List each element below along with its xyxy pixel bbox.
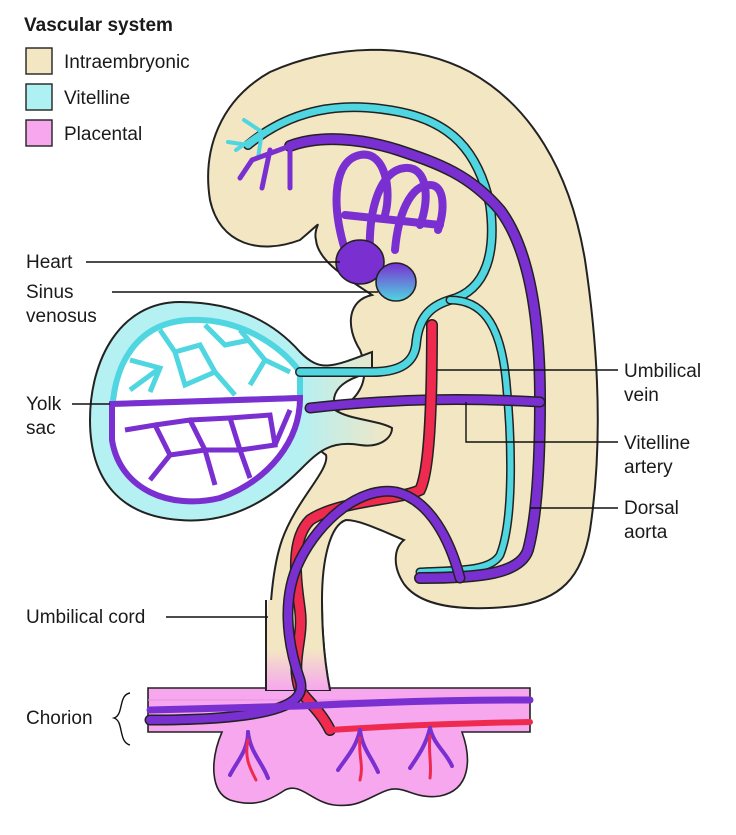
yolk-sac xyxy=(88,300,394,522)
legend-label-intraembryonic: Intraembryonic xyxy=(64,52,190,73)
label-yolk-line1: Yolk xyxy=(26,394,62,415)
labels: Heart Sinus venosus Yolk sac Umbilical v… xyxy=(26,252,701,729)
label-yolk-line2: sac xyxy=(26,418,56,439)
label-sinus-line2: venosus xyxy=(26,306,97,327)
legend-label-placental: Placental xyxy=(64,124,142,145)
label-chorion: Chorion xyxy=(26,708,93,729)
vitelline-vessels xyxy=(226,102,516,577)
label-vitelline-artery-line1: Vitelline xyxy=(624,433,690,454)
label-dorsal-aorta-line2: aorta xyxy=(624,522,668,543)
chorion-brace xyxy=(111,692,131,746)
legend-swatch-vitelline xyxy=(25,83,53,111)
label-sinus-line1: Sinus xyxy=(26,282,74,303)
legend-title: Vascular system xyxy=(24,15,173,36)
purple-vessels xyxy=(237,133,547,584)
label-heart: Heart xyxy=(26,252,73,273)
label-umbilical-cord: Umbilical cord xyxy=(26,607,145,628)
label-vitelline-artery-line2: artery xyxy=(624,457,673,478)
legend-swatch-intraembryonic xyxy=(25,47,53,75)
legend-swatch-placental xyxy=(25,119,53,147)
label-dorsal-aorta-line1: Dorsal xyxy=(624,498,679,519)
umbilical-vessels xyxy=(144,319,534,782)
leader-vitelline-artery xyxy=(465,402,618,443)
leader-lines xyxy=(72,261,618,746)
legend-label-vitelline: Vitelline xyxy=(64,88,130,109)
label-umbilical-vein-line1: Umbilical xyxy=(624,361,701,382)
heart xyxy=(335,239,417,302)
label-umbilical-vein-line2: vein xyxy=(624,385,659,406)
legend: Vascular system Intraembryonic Vitelline… xyxy=(24,15,190,147)
